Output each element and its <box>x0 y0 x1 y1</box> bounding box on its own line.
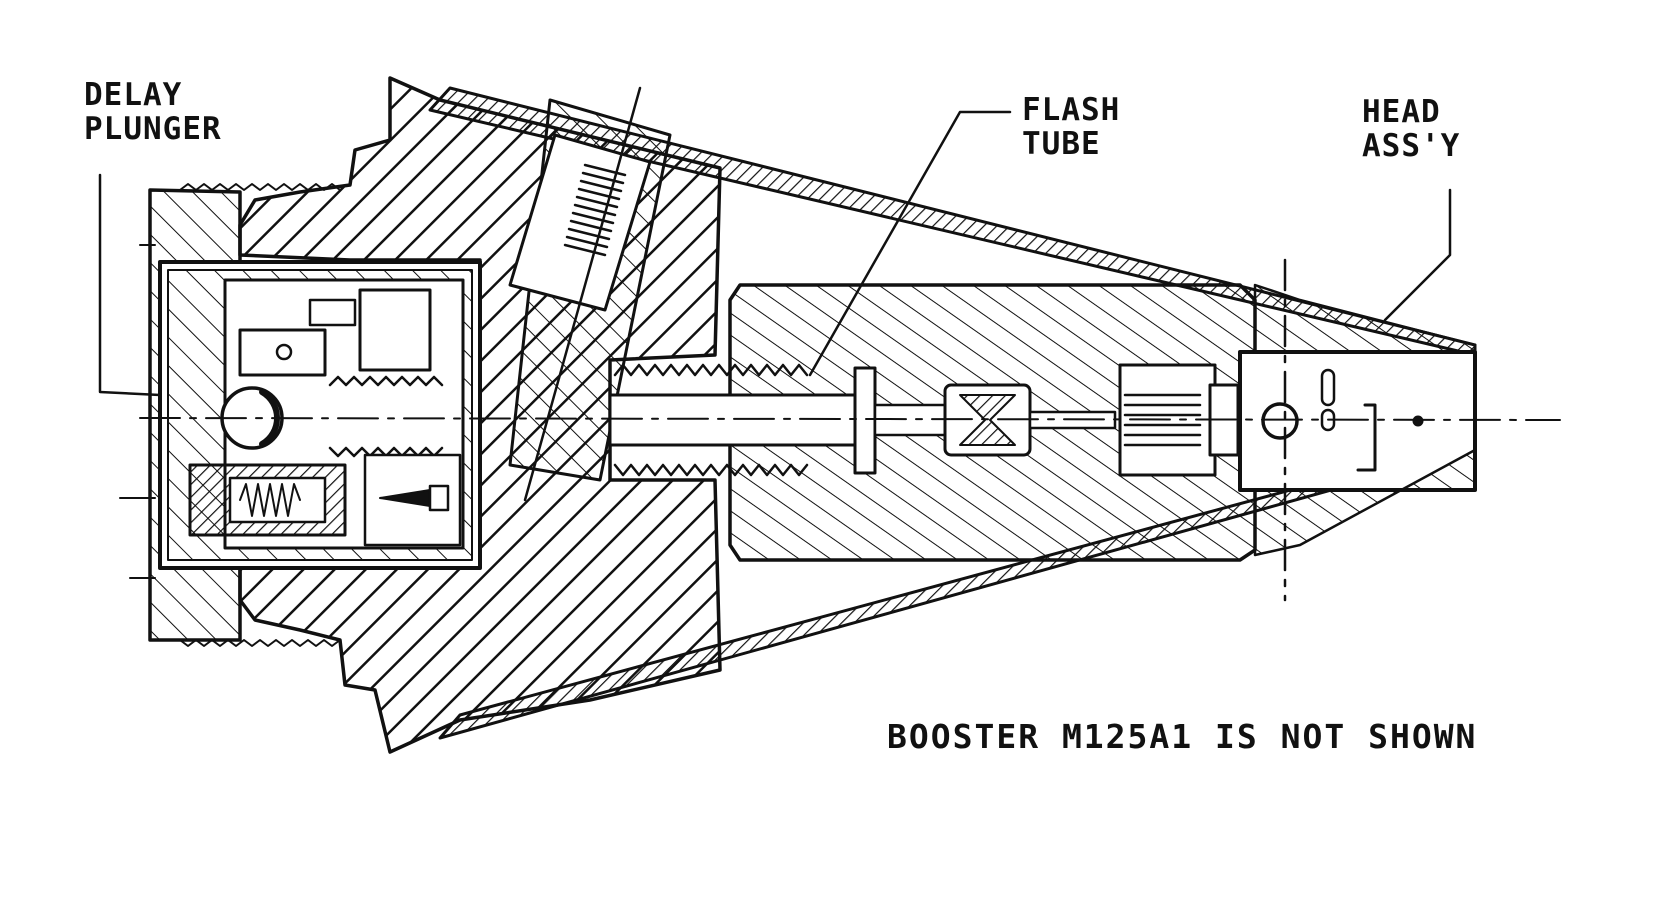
flash-tube-label: FLASH TUBE <box>1022 93 1120 161</box>
flash-tube-flange <box>853 366 877 475</box>
diagonal-spring <box>563 163 627 257</box>
booster-not-shown-note: BOOSTER M125A1 IS NOT SHOWN <box>887 717 1478 756</box>
head-assy-label-line2: ASS'Y <box>1362 128 1461 164</box>
detonator-spring <box>239 483 301 517</box>
detonator-inner <box>228 476 327 524</box>
delay-plunger-leader <box>98 173 162 397</box>
head-assy-label: HEAD ASS'Y <box>1362 95 1460 163</box>
head-collar <box>1253 283 1477 354</box>
plunger-small-block <box>308 298 357 327</box>
cap-threads-top <box>179 183 341 191</box>
flash-tube-label-line2: TUBE <box>1022 126 1101 162</box>
head-assy-leader <box>1383 188 1452 322</box>
delay-plunger-label-line1: DELAY <box>84 77 183 113</box>
head-collar-lower <box>1253 448 1477 557</box>
delay-plunger-block <box>238 328 327 377</box>
head-slot-upper <box>1320 368 1336 407</box>
delay-plunger-label-line2: PLUNGER <box>84 111 222 147</box>
flash-tube-label-line1: FLASH <box>1022 92 1121 128</box>
plunger-pin-icon <box>275 343 293 361</box>
diagonal-leader-line <box>523 86 642 502</box>
firing-pin-base <box>428 484 450 512</box>
head-clip <box>1356 403 1377 472</box>
flash-tube-leader <box>808 110 1012 377</box>
flash-tube-threads-top <box>613 363 809 377</box>
head-firing-ball <box>1261 402 1299 440</box>
flash-tube-bore <box>608 393 872 447</box>
cap-threads-bottom <box>179 639 341 647</box>
plunger-top-block <box>358 288 432 372</box>
delay-plunger-label: DELAY PLUNGER <box>84 78 222 146</box>
center-axis-line <box>139 417 1561 421</box>
flash-tube-threads-bottom <box>613 463 809 477</box>
head-assy-label-line1: HEAD <box>1362 94 1441 130</box>
head-center-dot <box>1412 415 1424 427</box>
upper-threaded-rod <box>328 375 444 387</box>
head-detonator-spring <box>1123 393 1202 447</box>
